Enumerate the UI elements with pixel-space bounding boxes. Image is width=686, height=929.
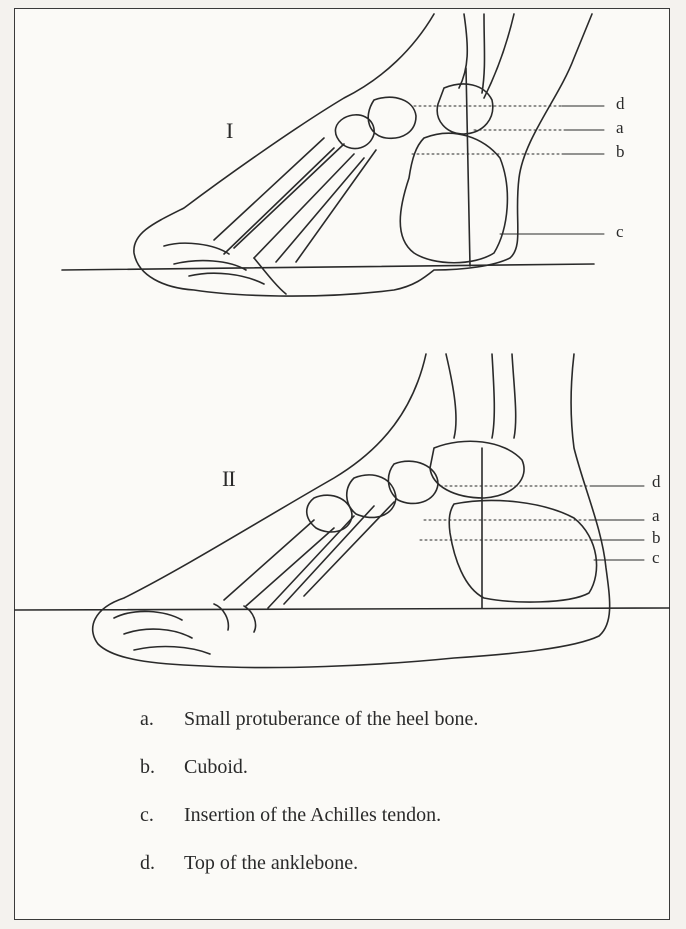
foot-anatomy-figure: I II d a b c d a b c [14,8,670,688]
foot-i-outline [134,14,592,296]
foot-ii-ground-line [14,608,670,610]
foot-ii-calcaneus [449,500,596,602]
foot-ii-talus [430,441,524,498]
foot-i-midfoot [335,97,416,148]
foot-ii-callout-solid [590,486,644,560]
foot-i-callout-c: c [616,222,624,242]
legend-key: c. [140,804,184,827]
legend-key: a. [140,708,184,731]
foot-ii-callout-c: c [652,548,660,568]
legend-text: Small protuberance of the heel bone. [184,708,640,731]
foot-drawings [14,8,670,688]
foot-i-drawing [62,14,604,296]
foot-i-metatarsals [214,138,376,262]
foot-i-callout-d: d [616,94,625,114]
figure-ii-numeral: II [222,466,235,492]
legend-key: b. [140,756,184,779]
foot-ii-callout-lines [420,486,592,540]
legend-item-a: a. Small protuberance of the heel bone. [140,708,640,756]
figure-legend: a. Small protuberance of the heel bone. … [140,708,640,900]
foot-ii-midfoot [307,461,438,532]
legend-item-b: b. Cuboid. [140,756,640,804]
legend-text: Top of the anklebone. [184,852,640,875]
foot-ii-callout-a: a [652,506,660,526]
foot-i-tibia [459,14,514,98]
foot-i-vertical-line [466,68,470,266]
foot-ii-drawing [14,354,670,668]
foot-i-callout-a: a [616,118,624,138]
foot-ii-callout-b: b [652,528,661,548]
legend-text: Cuboid. [184,756,640,779]
foot-ii-toes [114,604,256,654]
foot-ii-callout-d: d [652,472,661,492]
foot-ii-tibia [446,354,516,438]
figure-i-numeral: I [226,118,232,144]
legend-item-c: c. Insertion of the Achilles tendon. [140,804,640,852]
foot-i-talus [437,84,493,134]
legend-key: d. [140,852,184,875]
legend-text: Insertion of the Achilles tendon. [184,804,640,827]
legend-item-d: d. Top of the anklebone. [140,852,640,900]
foot-i-calcaneus [400,133,507,263]
foot-i-callout-solid [500,106,604,234]
foot-i-callout-b: b [616,142,625,162]
